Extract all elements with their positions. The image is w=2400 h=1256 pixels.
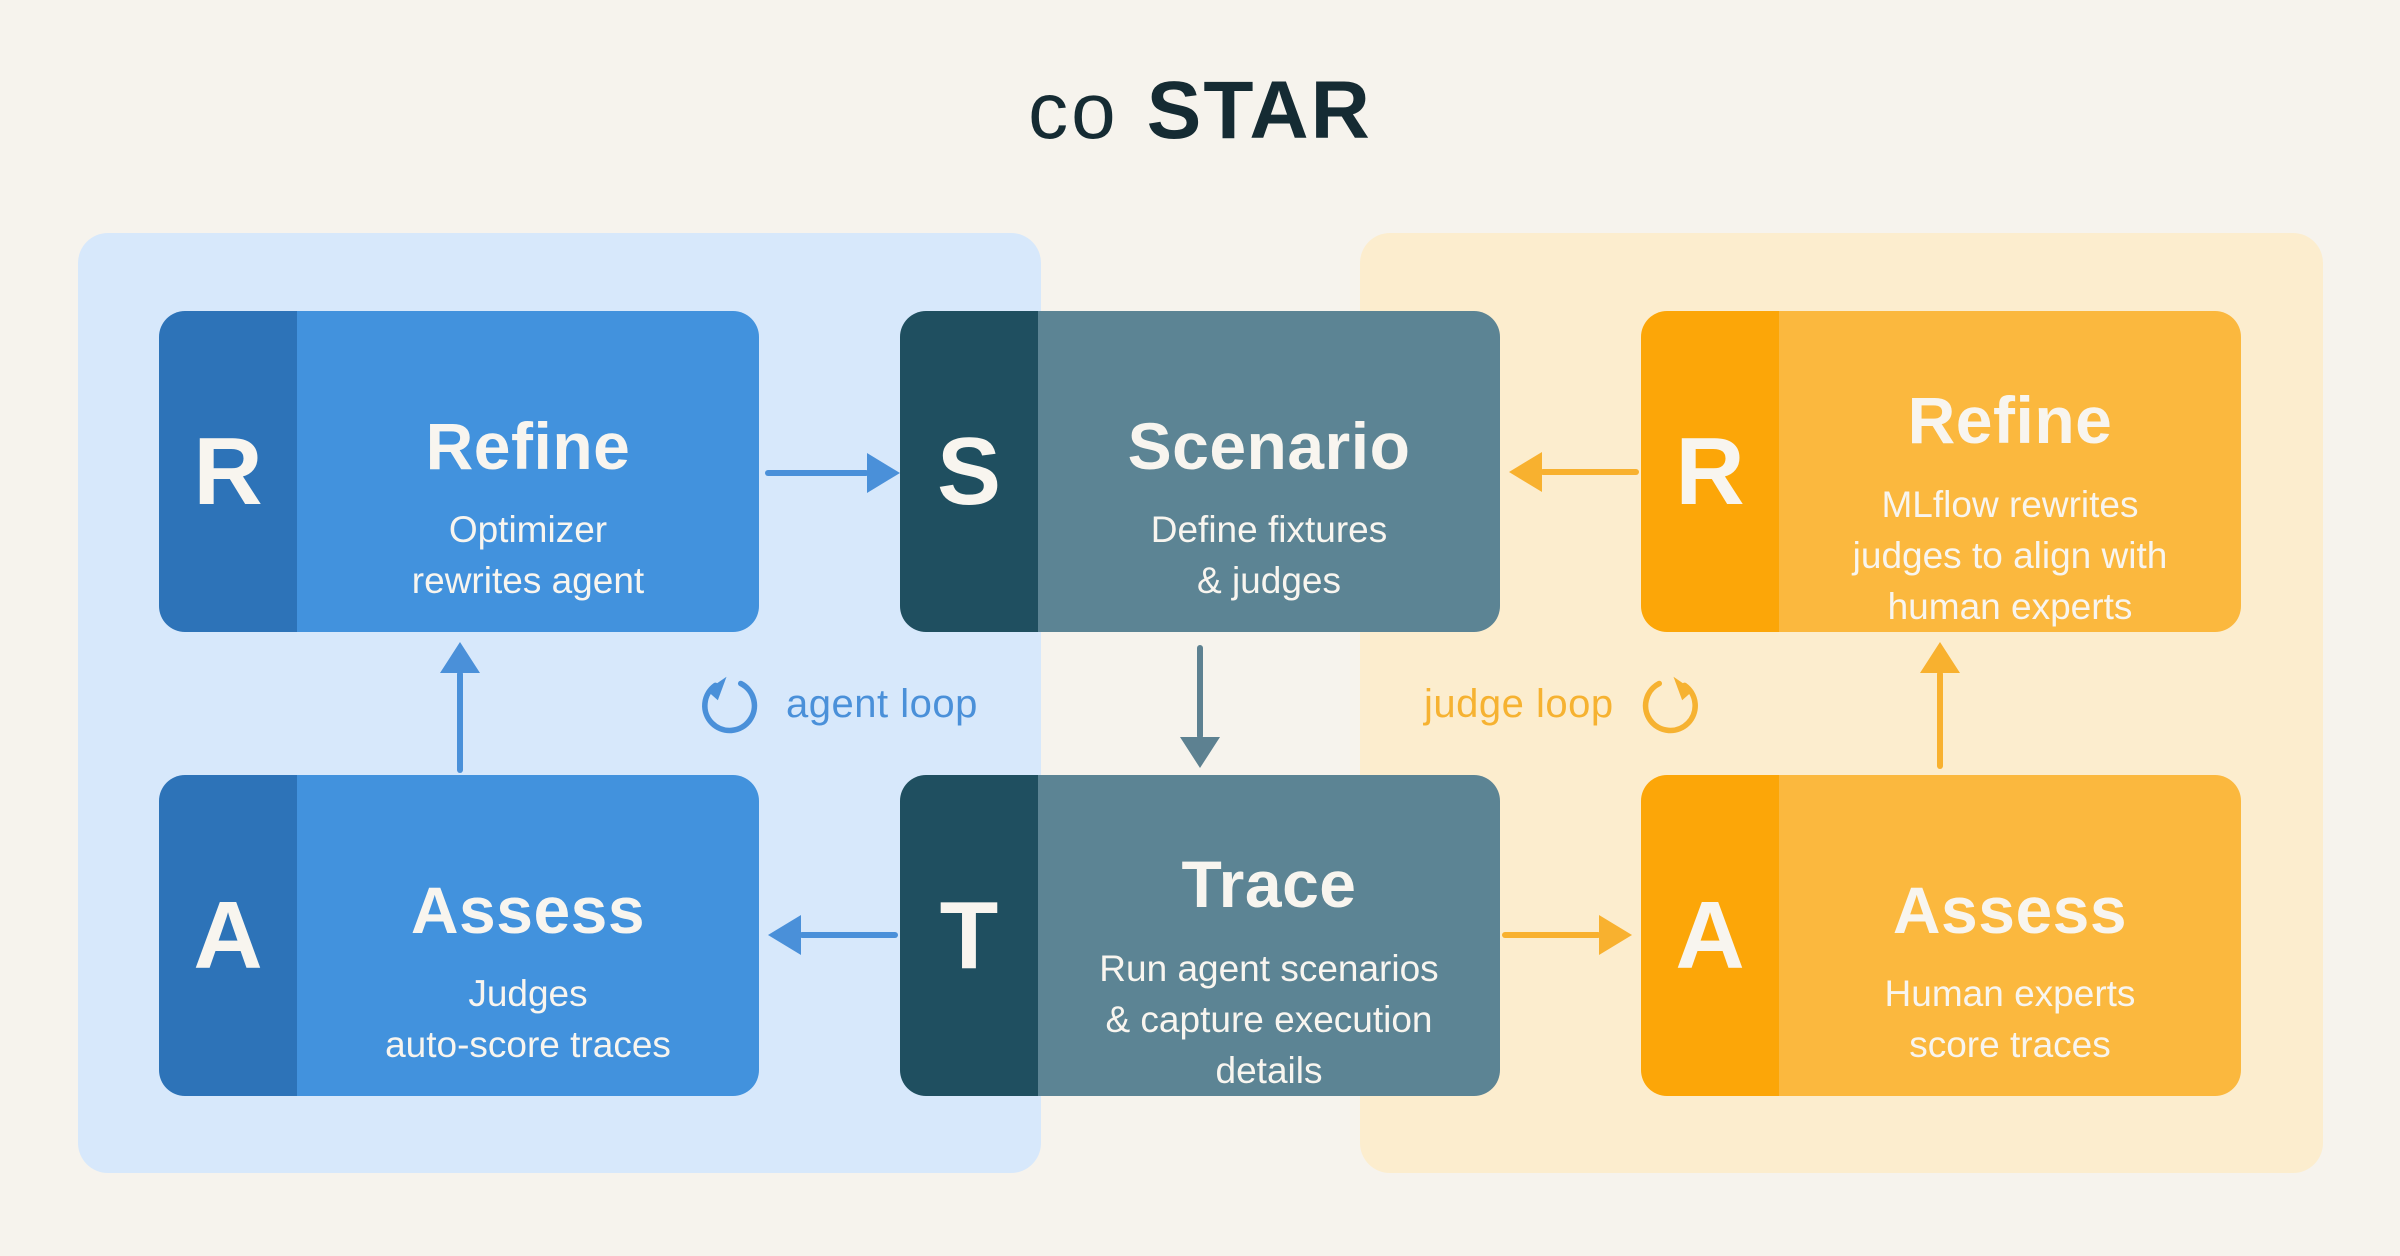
arrow-trace-to-assess-judge (1502, 915, 1632, 955)
box-description: Optimizer rewrites agent (411, 509, 645, 602)
box-scenario: S Scenario Define fixtures & judges (900, 311, 1500, 632)
box-body: Trace Run agent scenarios & capture exec… (1038, 775, 1500, 1096)
box-trace: T Trace Run agent scenarios & capture ex… (900, 775, 1500, 1096)
box-title: Trace (1181, 847, 1357, 922)
arrow-trace-to-assess-agent (768, 915, 898, 955)
arrow-scenario-to-trace (1180, 645, 1220, 768)
box-description: Human experts score traces (1884, 973, 2136, 1066)
arrow-shaft (1540, 469, 1639, 475)
title-prefix: co (1028, 66, 1119, 155)
box-description: MLflow rewrites judges to align with hum… (1852, 483, 2168, 627)
box-body: Scenario Define fixtures & judges (1038, 311, 1500, 632)
box-refine-judge: R Refine MLflow rewrites judges to align… (1641, 311, 2241, 632)
box-title: Refine (425, 408, 631, 483)
box-letter: T (939, 881, 999, 989)
arrow-head-down-icon (1180, 737, 1220, 768)
box-assess-agent: A Assess Judges auto-score traces (159, 775, 759, 1096)
arrow-shaft (1197, 645, 1203, 739)
judge-loop-caption: judge loop (1424, 672, 1702, 736)
arrow-shaft (765, 470, 869, 476)
box-title: Refine (1907, 383, 2113, 458)
box-description: Judges auto-score traces (385, 973, 671, 1066)
arrow-shaft (1502, 932, 1601, 938)
arrow-head-up-icon (1920, 642, 1960, 673)
box-refine-agent: R Refine Optimizer rewrites agent (159, 311, 759, 632)
agent-loop-caption: agent loop (698, 672, 978, 736)
judge-loop-label: judge loop (1424, 681, 1614, 726)
arrow-head-right-icon (1599, 915, 1632, 955)
box-title: Assess (410, 872, 646, 947)
box-letter: A (193, 881, 263, 989)
arrow-refine-judge-to-scenario (1509, 452, 1639, 492)
box-assess-judge: A Assess Human experts score traces (1641, 775, 2241, 1096)
box-letter: R (193, 417, 263, 525)
arrow-head-up-icon (440, 642, 480, 673)
arrow-shaft (1937, 671, 1943, 769)
title-main: STAR (1146, 65, 1372, 156)
box-title: Assess (1892, 872, 2128, 947)
box-letter-strip: S (900, 311, 1038, 632)
arrow-head-left-icon (768, 915, 801, 955)
arrow-shaft (457, 671, 463, 773)
box-body: Refine MLflow rewrites judges to align w… (1779, 311, 2241, 632)
arrow-refine-to-scenario (765, 453, 900, 493)
box-letter-strip: R (159, 311, 297, 632)
box-description: Run agent scenarios & capture execution … (1099, 947, 1439, 1091)
arrow-head-right-icon (867, 453, 900, 493)
box-letter-strip: T (900, 775, 1038, 1096)
box-letter: R (1675, 417, 1745, 525)
arrow-shaft (799, 932, 898, 938)
arrow-head-left-icon (1509, 452, 1542, 492)
box-description: Define fixtures & judges (1150, 509, 1388, 602)
box-title: Scenario (1127, 408, 1411, 483)
box-body: Assess Judges auto-score traces (297, 775, 759, 1096)
box-letter-strip: A (159, 775, 297, 1096)
agent-loop-label: agent loop (786, 681, 978, 726)
agent-loop-cycle-icon (702, 676, 758, 734)
box-body: Refine Optimizer rewrites agent (297, 311, 759, 632)
arrow-assess-to-refine-judge (1920, 642, 1960, 769)
judge-loop-cycle-icon (1642, 676, 1698, 734)
box-letter: A (1675, 881, 1745, 989)
arrow-assess-to-refine-agent (440, 642, 480, 773)
box-letter-strip: A (1641, 775, 1779, 1096)
box-body: Assess Human experts score traces (1779, 775, 2241, 1096)
page-title: co STAR (0, 64, 2400, 164)
box-letter: S (936, 417, 1002, 525)
box-letter-strip: R (1641, 311, 1779, 632)
